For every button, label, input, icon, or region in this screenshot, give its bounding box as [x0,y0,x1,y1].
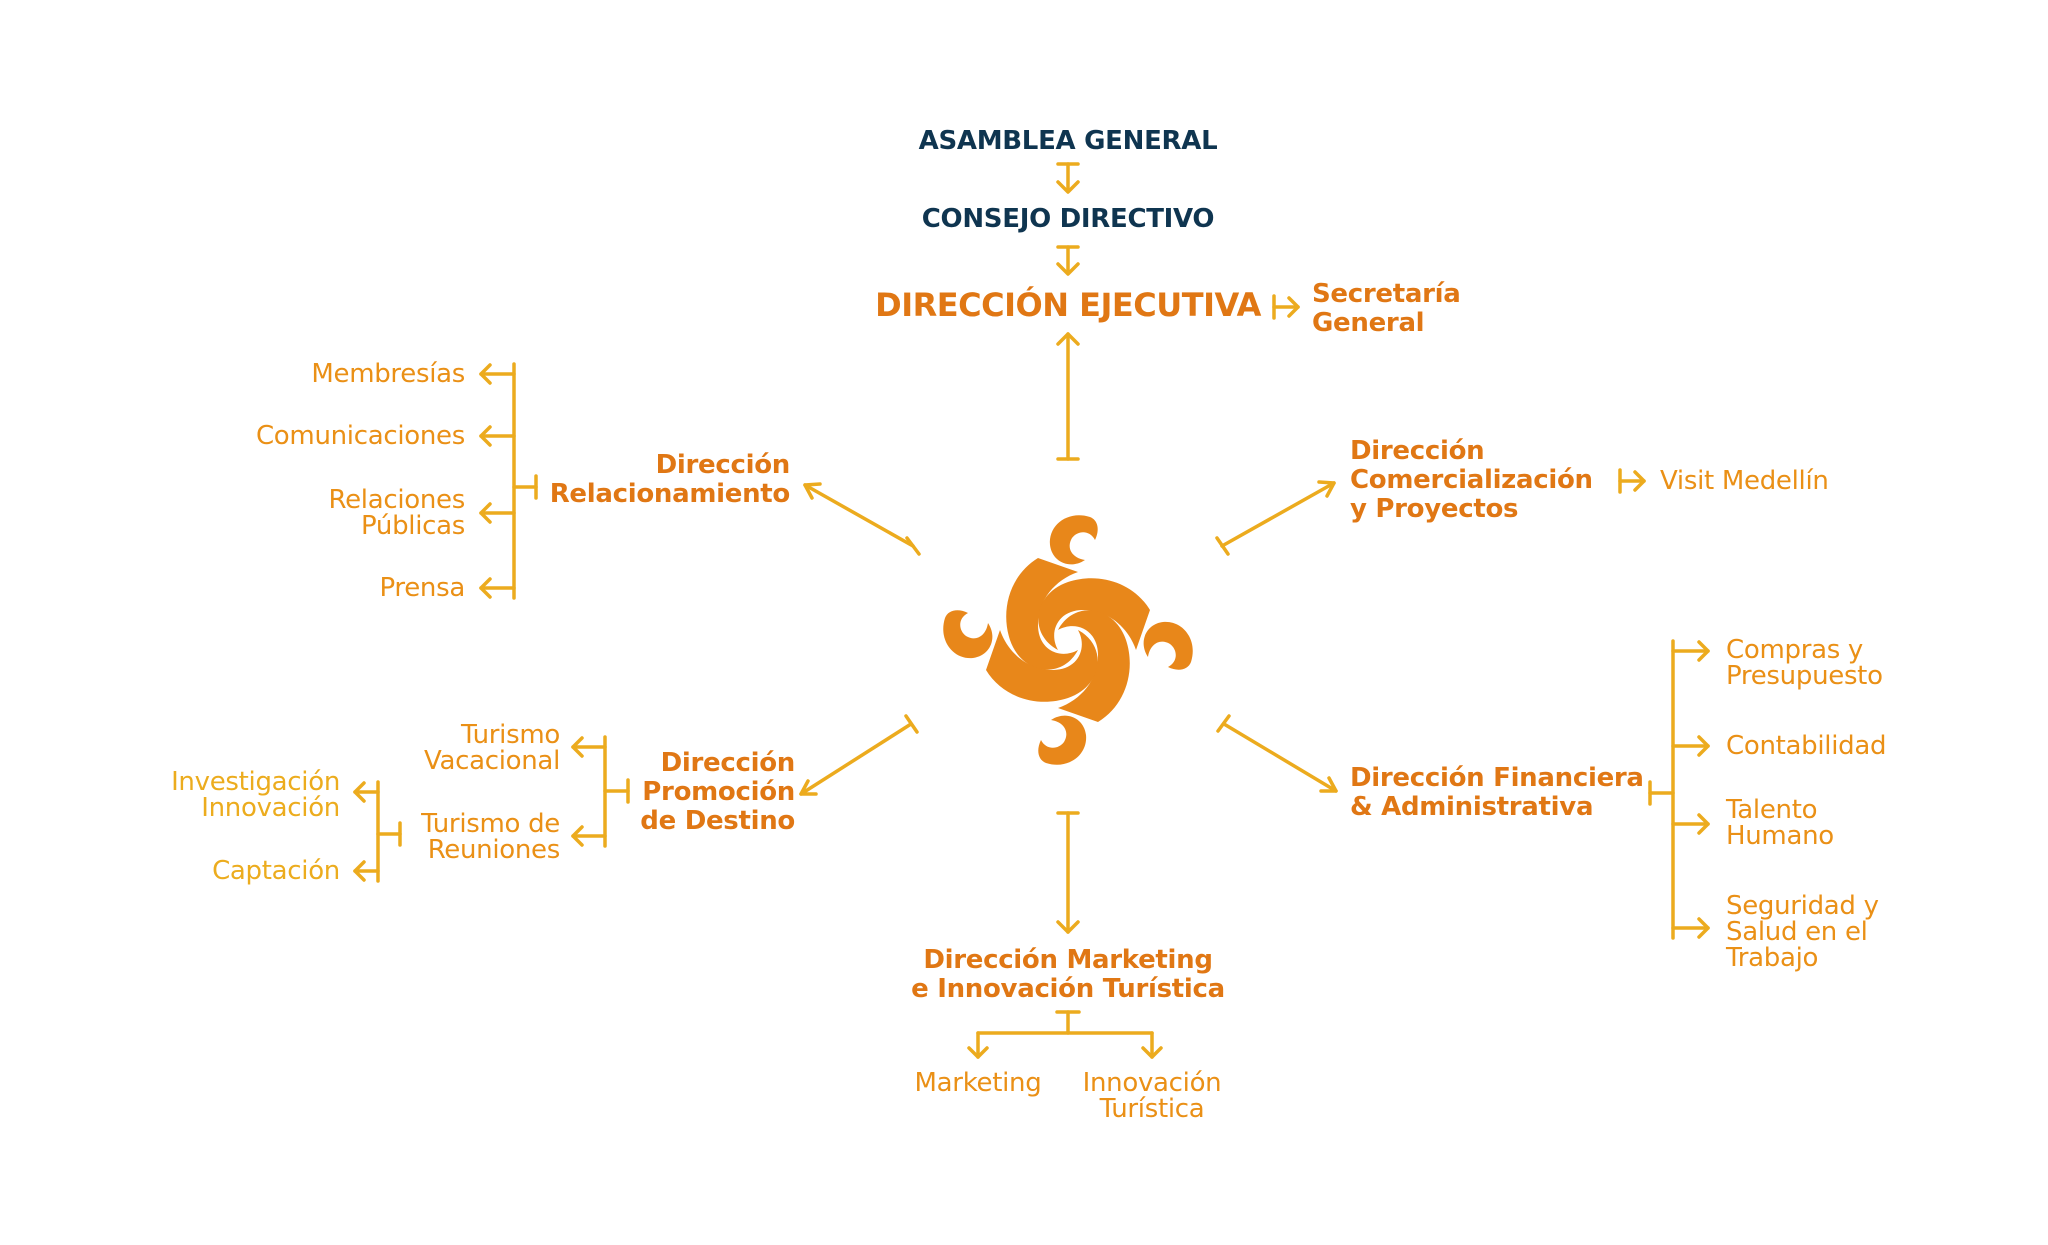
arrow-center-ejecutiva [1056,332,1080,461]
direccion-financiera-label: Dirección Financiera & Administrativa [1350,763,1644,822]
arrow-center-comercializacion [1215,480,1336,556]
logo-swirl-top [1049,515,1098,565]
bracket-reuniones [353,780,402,883]
pinwheel-logo-icon [943,515,1193,765]
turismo-reuniones-label: Turismo de Reuniones [421,809,560,865]
direccion-promocion-label: Dirección Promoción de Destino [640,748,795,836]
investigacion-innovacion-label: Investigación Innovación [171,767,340,823]
seguridad-salud-label: Seguridad y Salud en el Trabajo [1726,891,1879,973]
arrow-center-relacionamiento [803,482,921,556]
direccion-marketing-label: Dirección Marketing e Innovación Turísti… [911,945,1225,1004]
consejo-directivo-label: CONSEJO DIRECTIVO [921,204,1215,234]
direccion-relacionamiento-label: Dirección Relacionamiento [549,450,791,509]
visit-medellin-label: Visit Medellín [1660,466,1829,496]
arrow-consejo-ejecutiva [1056,245,1080,276]
direccion-comercializacion-label: Dirección Comercialización y Proyectos [1350,436,1593,524]
prensa-label: Prensa [379,573,466,603]
captacion-label: Captación [212,856,340,886]
secretaria-general-label: Secretaría General [1312,279,1461,338]
logo-blade-top [1006,558,1078,670]
arrow-center-promocion [799,714,919,796]
compras-presupuesto-label: Compras y Presupuesto [1726,635,1883,691]
bracket-relacionamiento [479,362,538,600]
bracket-financiera [1648,639,1710,940]
arrow-center-marketing [1056,811,1080,934]
asamblea-general-label: ASAMBLEA GENERAL [918,126,1218,156]
innovacion-turistica-label: Innovación Turística [1082,1068,1222,1124]
talento-humano-label: Talento Humano [1726,795,1834,851]
bracket-promocion [571,735,630,848]
bracket-comercializacion [1618,468,1646,494]
contabilidad-label: Contabilidad [1726,731,1887,761]
arrow-center-financiera [1216,714,1338,793]
arrow-asamblea-consejo [1056,162,1080,194]
comunicaciones-label: Comunicaciones [255,421,465,451]
marketing-label: Marketing [914,1068,1042,1098]
turismo-vacacional-label: Turismo Vacacional [424,720,560,776]
relaciones-publicas-label: Relaciones Públicas [328,485,466,541]
direccion-ejecutiva-label: DIRECCIÓN EJECUTIVA [875,286,1261,324]
membresias-label: Membresías [311,359,465,389]
arrow-ejecutiva-secretaria [1272,294,1300,320]
bracket-marketing [967,1010,1163,1059]
